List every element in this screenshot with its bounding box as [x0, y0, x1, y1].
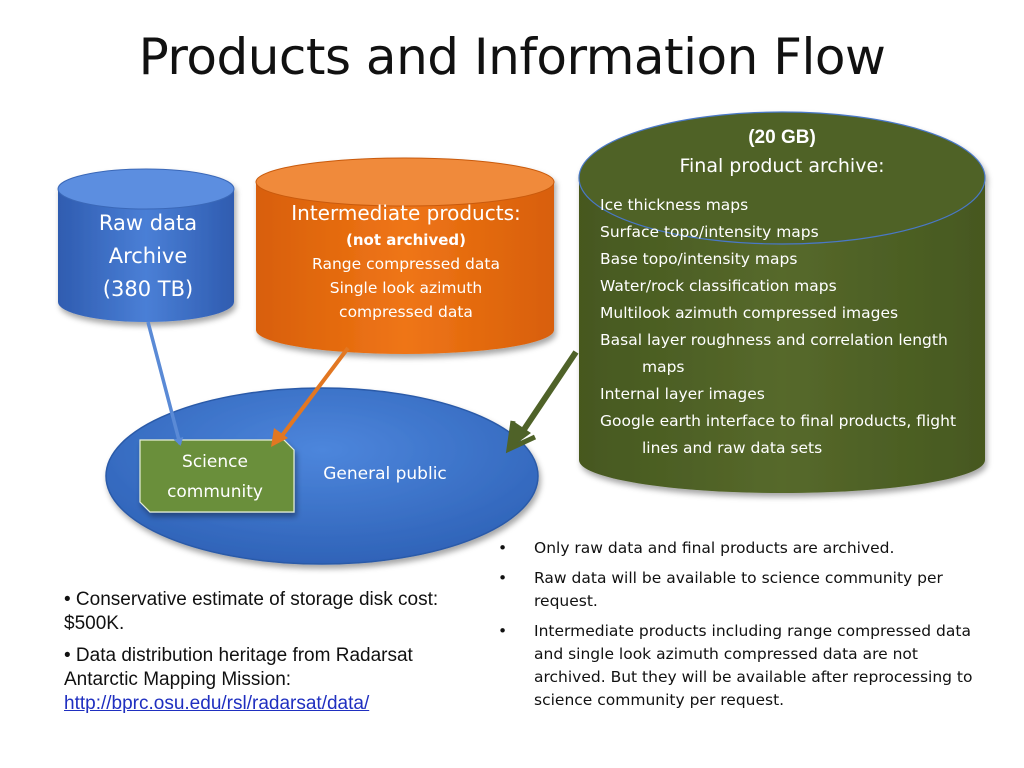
- final-product-item: Internal layer images: [600, 385, 765, 403]
- raw-archive-label: Raw data Archive (380 TB): [62, 207, 234, 306]
- intermediate-note: (not archived): [345, 231, 466, 249]
- raw-archive-line1: Raw data: [98, 211, 198, 235]
- final-archive-heading: Final product archive:: [679, 155, 885, 177]
- general-public-ellipse: [105, 387, 539, 565]
- intermediate-products-label: Intermediate products: (not archived) Ra…: [262, 198, 550, 324]
- final-product-archive-cylinder: [578, 111, 986, 493]
- final-to-public-arrow: [505, 350, 579, 454]
- right-note-item: Intermediate products including range co…: [494, 620, 984, 712]
- final-archive-header: (20 GB) Final product archive:: [580, 124, 984, 180]
- slide-title: Products and Information Flow: [138, 28, 886, 86]
- final-product-item: Multilook azimuth compressed images: [600, 304, 899, 322]
- right-note-item: Raw data will be available to science co…: [494, 567, 984, 613]
- science-line2: community: [167, 482, 263, 502]
- final-product-item: Basal layer roughness and correlation le…: [600, 331, 948, 376]
- left-notes: • Conservative estimate of storage disk …: [64, 588, 464, 724]
- final-product-list: Ice thickness maps Surface topo/intensit…: [600, 192, 980, 462]
- radarsat-data-link[interactable]: http://bprc.osu.edu/rsl/radarsat/data/: [64, 693, 370, 714]
- raw-data-archive-cylinder: [57, 168, 235, 322]
- intermediate-item-3: compressed data: [339, 303, 473, 321]
- raw-to-science-arrow: [146, 321, 184, 446]
- right-notes: Only raw data and final products are arc…: [494, 537, 984, 719]
- storage-cost-note: • Conservative estimate of storage disk …: [64, 589, 439, 634]
- science-community-label: Science community: [140, 447, 290, 507]
- right-note-item: Only raw data and final products are arc…: [494, 537, 984, 560]
- final-product-item: Ice thickness maps: [600, 196, 749, 214]
- distribution-heritage-text: • Data distribution heritage from Radars…: [64, 645, 413, 690]
- intermediate-item-2: Single look azimuth: [329, 279, 483, 297]
- intermediate-to-science-arrow: [271, 346, 350, 447]
- raw-archive-line2: Archive: [108, 244, 188, 268]
- final-product-item: Water/rock classification maps: [600, 277, 837, 295]
- final-product-item: Google earth interface to final products…: [600, 412, 957, 457]
- final-product-item: Surface topo/intensity maps: [600, 223, 819, 241]
- final-archive-size: (20 GB): [748, 127, 816, 148]
- intermediate-products-cylinder: [255, 157, 555, 354]
- science-line1: Science: [182, 452, 248, 472]
- distribution-heritage-note: • Data distribution heritage from Radars…: [64, 644, 464, 716]
- final-product-item: Base topo/intensity maps: [600, 250, 798, 268]
- intermediate-item-1: Range compressed data: [312, 255, 500, 273]
- raw-archive-line3: (380 TB): [102, 277, 194, 301]
- intermediate-heading: Intermediate products:: [291, 201, 521, 225]
- general-public-label: General public: [323, 464, 447, 484]
